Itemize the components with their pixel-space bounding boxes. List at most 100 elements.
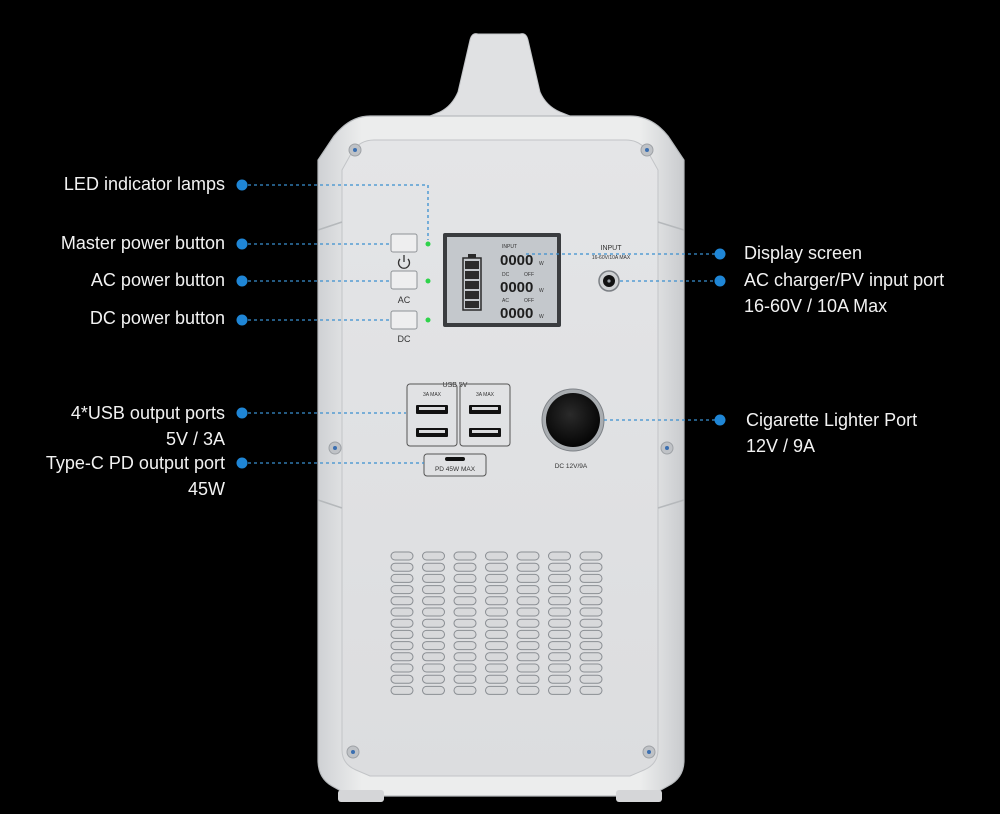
vent-slot xyxy=(390,585,414,595)
vent-slot xyxy=(516,562,540,572)
vent-slot xyxy=(422,607,445,617)
vent-slot xyxy=(548,674,571,684)
dc-power-button[interactable] xyxy=(390,310,418,330)
ac-power-button[interactable] xyxy=(390,270,418,290)
lcd-input-unit: W xyxy=(539,261,544,267)
callout-ac-power: AC power button xyxy=(90,270,225,290)
vent-slot xyxy=(579,551,603,561)
vent-slot xyxy=(516,685,540,695)
vent-slot xyxy=(579,629,603,639)
vent-slot xyxy=(390,573,414,583)
vent-slot xyxy=(390,618,414,628)
vent-slot xyxy=(390,551,414,561)
led-master xyxy=(425,241,431,247)
dc-port-label: DC 12V/9A xyxy=(555,463,588,470)
vent-slot xyxy=(548,551,571,561)
vent-slot xyxy=(548,573,571,583)
vent-slot xyxy=(516,663,540,673)
vent-slot xyxy=(422,618,445,628)
vent-slot xyxy=(453,573,477,583)
vent-slot xyxy=(422,585,445,595)
screws xyxy=(328,143,674,759)
power-symbol-icon xyxy=(397,255,411,269)
vent-slot xyxy=(453,629,477,639)
vent-slot xyxy=(485,585,508,595)
vent-slot xyxy=(422,551,445,561)
lcd-ac-value: 0000 xyxy=(500,305,533,322)
vent-slot xyxy=(485,652,508,662)
lcd-input-value: 0000 xyxy=(500,252,533,269)
vent-slot xyxy=(453,618,477,628)
usb-header-label: USB 5V xyxy=(443,382,468,389)
lcd-dc-unit: W xyxy=(539,288,544,294)
vent-slot xyxy=(453,562,477,572)
vent-slot xyxy=(422,674,445,684)
vent-slot xyxy=(579,663,603,673)
usb-port-frame-left xyxy=(406,383,458,447)
master-power-button[interactable] xyxy=(390,233,418,253)
vent-slot xyxy=(579,685,603,695)
input-port-spec: 16-60V/10A MAX xyxy=(592,255,631,261)
vent-slot xyxy=(516,674,540,684)
vent-slot xyxy=(485,618,508,628)
vent-slot xyxy=(453,674,477,684)
vent-slot xyxy=(485,629,508,639)
vent-slot xyxy=(485,573,508,583)
side-rib-left xyxy=(317,221,343,509)
vent-slot xyxy=(548,641,571,651)
vent-slot xyxy=(579,652,603,662)
callout-lines xyxy=(242,184,720,464)
vent-slot xyxy=(548,618,571,628)
led-ac xyxy=(425,278,431,284)
vent-slot xyxy=(453,596,477,606)
vent-slot xyxy=(548,629,571,639)
typec-port[interactable] xyxy=(445,457,465,461)
callout-ac-input-spec: 16-60V / 10A Max xyxy=(744,296,888,316)
vent-slot xyxy=(453,551,477,561)
vent-slot xyxy=(579,562,603,572)
vent-slot xyxy=(453,607,477,617)
vent-slot xyxy=(422,629,445,639)
vent-slot xyxy=(516,629,540,639)
vent-slot xyxy=(516,607,540,617)
usb-left-max-label: 3A MAX xyxy=(423,392,442,398)
lcd-dc-label: DC xyxy=(502,272,510,278)
vent-slot xyxy=(579,573,603,583)
vent-slot xyxy=(390,663,414,673)
lcd-input-label: INPUT xyxy=(502,244,517,250)
vent-slot xyxy=(516,641,540,651)
vent-slot xyxy=(516,551,540,561)
pd-label: PD 45W MAX xyxy=(435,466,476,473)
vent-slot xyxy=(548,562,571,572)
callout-dots xyxy=(236,179,726,469)
callout-usb-ports: 4*USB output ports xyxy=(70,403,225,423)
usb-port-frame-right xyxy=(459,383,511,447)
vent-slot xyxy=(485,663,508,673)
ac-button-label: AC xyxy=(398,295,411,305)
vent-slot xyxy=(453,685,477,695)
lcd-dc-off-label: OFF xyxy=(524,272,534,278)
vent-slot xyxy=(390,674,414,684)
vent-slot xyxy=(390,641,414,651)
vent-slot xyxy=(548,685,571,695)
vent-slot xyxy=(485,641,508,651)
vent-grille xyxy=(390,551,603,695)
callout-typec-spec: 45W xyxy=(187,479,225,499)
callout-cigarette-spec: 12V / 9A xyxy=(746,436,816,456)
callout-display: Display screen xyxy=(744,243,863,263)
vent-slot xyxy=(516,652,540,662)
vent-slot xyxy=(579,618,603,628)
foot-right xyxy=(616,790,662,802)
vent-slot xyxy=(422,652,445,662)
side-rib-right xyxy=(657,221,685,509)
led-dc xyxy=(425,317,431,323)
vent-slot xyxy=(485,562,508,572)
callout-typec-port: Type-C PD output port xyxy=(45,453,225,473)
vent-slot xyxy=(390,607,414,617)
vent-slot xyxy=(579,607,603,617)
lcd-ac-off-label: OFF xyxy=(524,298,534,304)
vent-slot xyxy=(579,641,603,651)
vent-slot xyxy=(516,585,540,595)
callout-cigarette: Cigarette Lighter Port xyxy=(746,410,918,430)
